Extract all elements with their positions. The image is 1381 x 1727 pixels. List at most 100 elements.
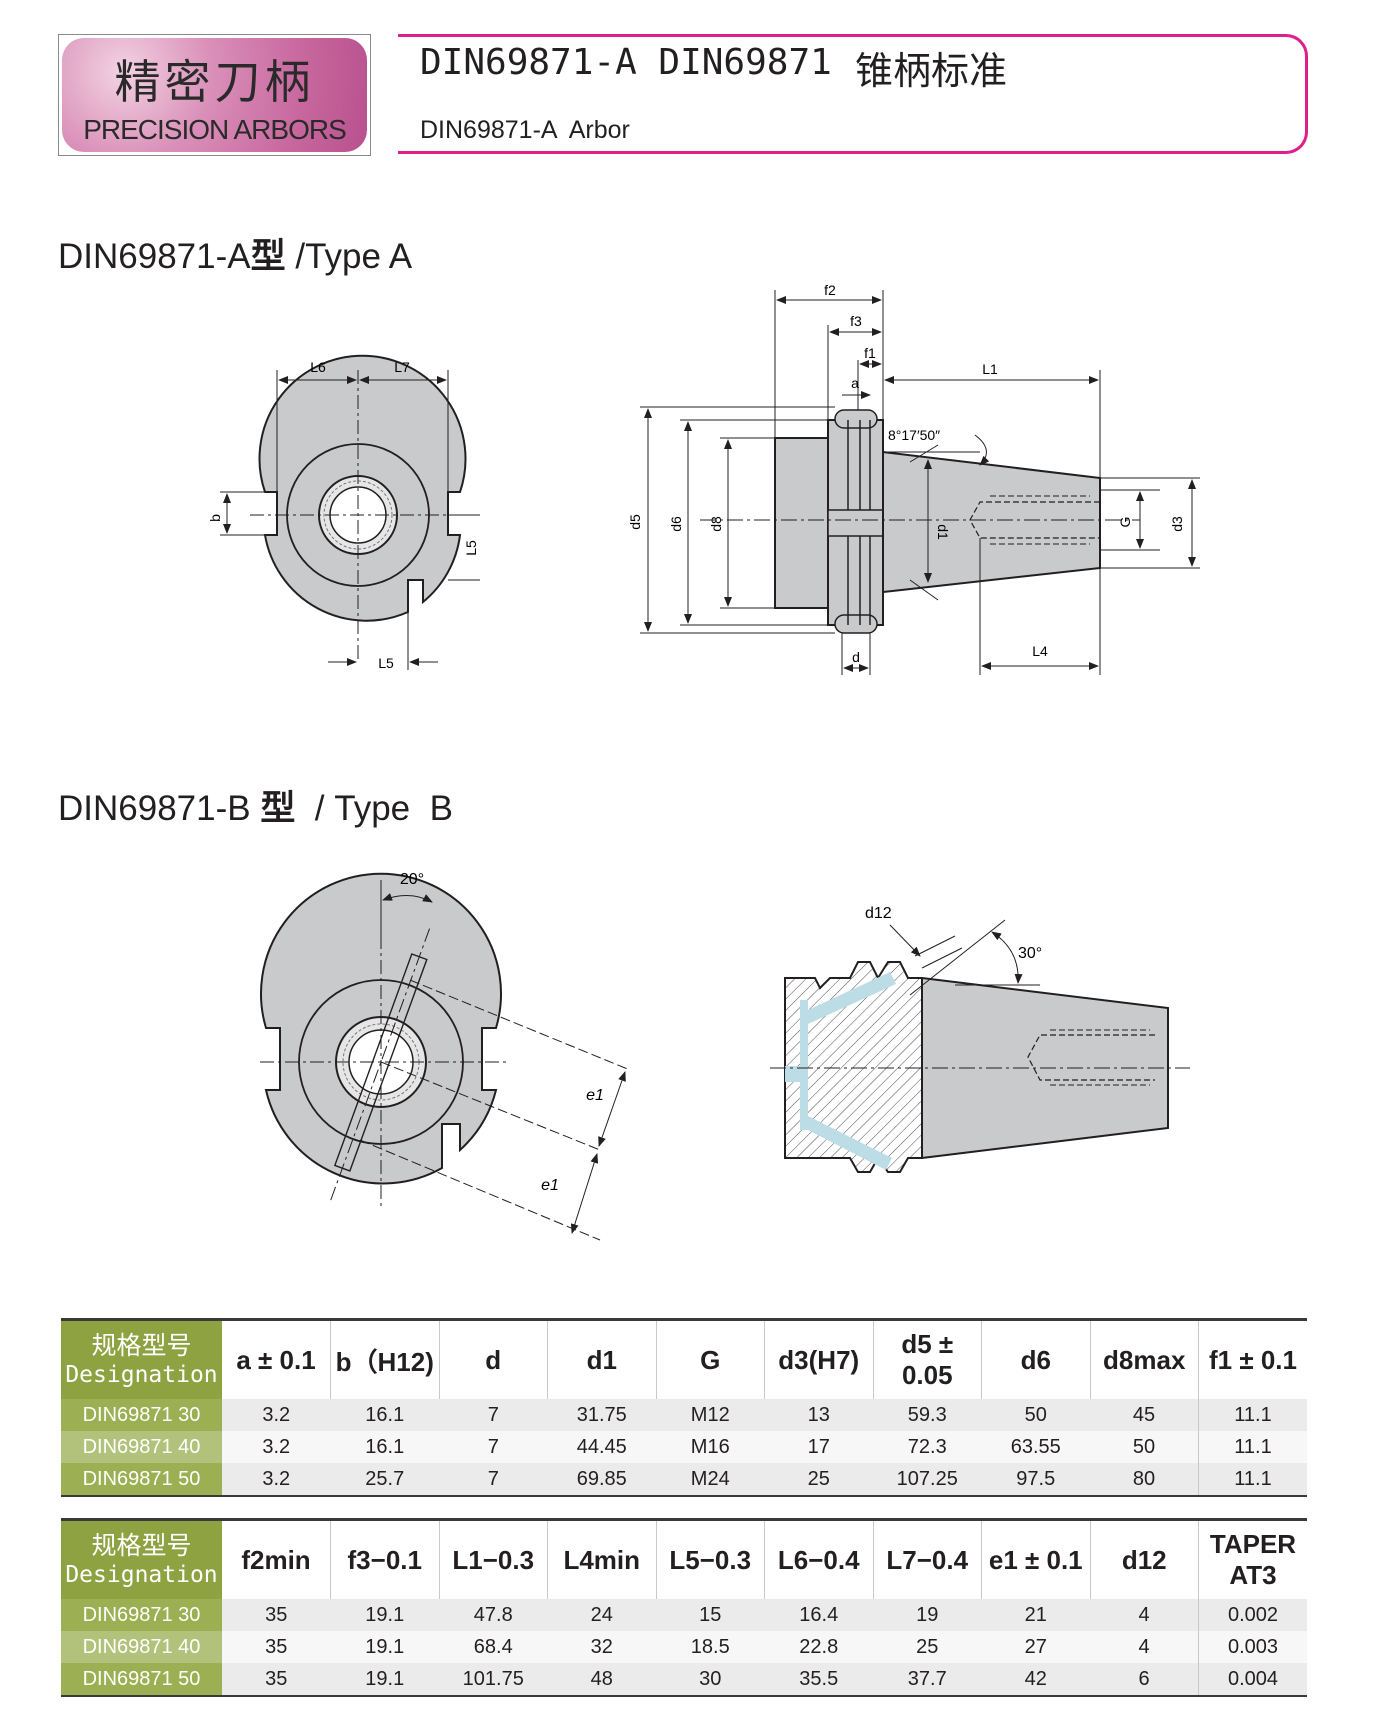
table-1-header-cell: d: [438, 1318, 548, 1399]
table-row: DIN69871 50 35 19.1 101.75 48 30 35.5 37…: [61, 1663, 1307, 1697]
logo-cn-text: 精密刀柄: [114, 55, 315, 109]
table-cell: M16: [656, 1431, 765, 1463]
table-cell: 6: [1090, 1663, 1199, 1697]
logo-en-text: PRECISION ARBORS: [83, 114, 347, 145]
row-designation: DIN69871 40: [61, 1431, 222, 1463]
table-1-header-cell: d3(H7): [764, 1318, 873, 1399]
table-cell: 72.3: [873, 1431, 982, 1463]
table-cell: 4: [1090, 1631, 1199, 1663]
table-cell: 15: [656, 1599, 765, 1631]
table-1-header-cell: d6: [981, 1318, 1090, 1399]
table-cell: 63.55: [981, 1431, 1090, 1463]
table-cell: 35.5: [764, 1663, 873, 1697]
dim-e1-upper: e1: [586, 1087, 604, 1104]
table-cell: 59.3: [873, 1399, 982, 1431]
section-type-a-heading: DIN69871-A型 /Type A: [58, 228, 412, 279]
table-cell: 24: [547, 1599, 656, 1631]
dim-taper-angle: 8°17′50″: [888, 427, 940, 443]
table-cell: 31.75: [547, 1399, 656, 1431]
dim-d1: d1: [935, 524, 951, 540]
table-cell: 7: [439, 1399, 548, 1431]
dim-d6: d6: [668, 516, 684, 532]
table-cell: 30: [656, 1663, 765, 1697]
row-designation: DIN69871 40: [61, 1631, 222, 1663]
table-cell: 37.7: [873, 1663, 982, 1697]
dim-L1: L1: [982, 361, 998, 377]
table-cell: 18.5: [656, 1631, 765, 1663]
type-b-front-view: 20° e1 e1: [260, 871, 631, 1241]
page-subtitle: DIN69871-A Arbor: [420, 116, 630, 144]
row-designation: DIN69871 50: [61, 1663, 222, 1697]
table-2-header-cell: L7−0.4: [872, 1518, 982, 1599]
type-a-front-view: L6 L7 b L5 L5: [207, 354, 480, 671]
table-1-header-cell: d8max: [1089, 1318, 1199, 1399]
table-cell: 0.004: [1198, 1663, 1307, 1697]
table-2-header-cell: e1 ± 0.1: [981, 1518, 1090, 1599]
table-cell: 19.1: [330, 1663, 439, 1697]
table-cell: M12: [656, 1399, 765, 1431]
table-row: DIN69871 50 3.2 25.7 7 69.85 M24 25 107.…: [61, 1463, 1307, 1497]
dim-b: b: [207, 514, 223, 522]
table-cell: 35: [222, 1631, 331, 1663]
table-cell: 7: [439, 1431, 548, 1463]
dim-G: G: [1117, 517, 1133, 528]
logo-badge: 精密刀柄 PRECISION ARBORS: [62, 38, 367, 152]
table-cell: 16.1: [330, 1431, 439, 1463]
table-2-header-cell: L5−0.3: [655, 1518, 765, 1599]
table-cell: 35: [222, 1599, 331, 1631]
table-cell: 0.003: [1198, 1631, 1307, 1663]
table-2-header-cell: L1−0.3: [438, 1518, 548, 1599]
table-cell: 21: [981, 1599, 1090, 1631]
dim-f2: f2: [824, 282, 836, 298]
table-row: DIN69871 40 35 19.1 68.4 32 18.5 22.8 25…: [61, 1631, 1307, 1663]
table-cell: 68.4: [439, 1631, 548, 1663]
dim-d: d: [852, 649, 860, 665]
table-cell: 25.7: [330, 1463, 439, 1497]
table-1-header-cell: a ± 0.1: [222, 1318, 331, 1399]
table-cell: 19: [873, 1599, 982, 1631]
table-row: DIN69871 30 35 19.1 47.8 24 15 16.4 19 2…: [61, 1599, 1307, 1631]
type-a-en: /Type A: [285, 237, 413, 276]
dim-30-deg: 30°: [1018, 945, 1042, 962]
dim-L5-bottom: L5: [378, 655, 394, 671]
type-b-en: / Type B: [295, 789, 453, 828]
table-2-header-cell: f3−0.1: [330, 1518, 439, 1599]
table-2-header-cell: TAPER AT3: [1198, 1518, 1307, 1599]
table-cell: 22.8: [764, 1631, 873, 1663]
row-designation: DIN69871 30: [61, 1399, 222, 1431]
dim-f3: f3: [850, 313, 862, 329]
dim-L5-side: L5: [463, 540, 479, 556]
table-cell: 17: [764, 1431, 873, 1463]
table-1-header-cell: f1 ± 0.1: [1198, 1318, 1307, 1399]
dim-d3: d3: [1169, 516, 1185, 532]
table-cell: 27: [981, 1631, 1090, 1663]
type-a-cn: 型: [250, 237, 286, 277]
table-cell: 48: [547, 1663, 656, 1697]
logo: 精密刀柄 PRECISION ARBORS: [58, 34, 371, 156]
table-cell: 11.1: [1198, 1431, 1307, 1463]
table-1-header-cell: d5 ± 0.05: [872, 1318, 982, 1399]
table-cell: 4: [1090, 1599, 1199, 1631]
table-1-header-cell: G: [655, 1318, 765, 1399]
table-cell: 50: [981, 1399, 1090, 1431]
table-cell: 42: [981, 1663, 1090, 1697]
dim-L4: L4: [1032, 643, 1048, 659]
table-cell: 19.1: [330, 1631, 439, 1663]
table-cell: 69.85: [547, 1463, 656, 1497]
row-designation: DIN69871 50: [61, 1463, 222, 1497]
table-cell: 80: [1090, 1463, 1199, 1497]
table-row: DIN69871 30 3.2 16.1 7 31.75 M12 13 59.3…: [61, 1399, 1307, 1431]
page-title: DIN69871-A DIN69871: [420, 42, 832, 83]
table-cell: 25: [873, 1631, 982, 1663]
table-cell: 16.4: [764, 1599, 873, 1631]
table-2-header-cell: d12: [1089, 1518, 1199, 1599]
table-2-header-cell: f2min: [222, 1518, 331, 1599]
table-row: DIN69871 40 3.2 16.1 7 44.45 M16 17 72.3…: [61, 1431, 1307, 1463]
table-cell: 7: [439, 1463, 548, 1497]
